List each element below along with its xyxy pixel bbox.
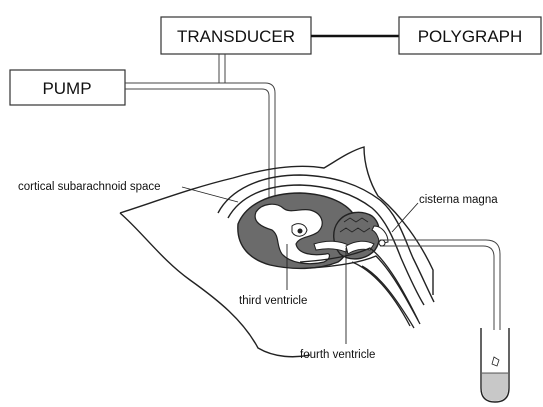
- cortical-leader: [182, 187, 238, 202]
- label-cortical-subarachnoid-space: cortical subarachnoid space: [18, 181, 161, 193]
- label-fourth-ventricle: fourth ventricle: [300, 349, 375, 361]
- polygraph-box: POLYGRAPH: [399, 17, 541, 54]
- collection-tube: [481, 328, 509, 402]
- pump-label: PUMP: [42, 79, 91, 98]
- transducer-tubing: [219, 54, 225, 83]
- cisterna-leader: [392, 203, 418, 232]
- cerebellum: [334, 212, 380, 259]
- massa-intermedia: [298, 229, 303, 234]
- label-third-ventricle: third ventricle: [239, 295, 307, 307]
- polygraph-label: POLYGRAPH: [418, 27, 523, 46]
- pump-box: PUMP: [10, 70, 125, 105]
- transducer-box: TRANSDUCER: [161, 17, 311, 54]
- label-cisterna-magna: cisterna magna: [419, 194, 498, 206]
- transducer-label: TRANSDUCER: [177, 27, 295, 46]
- cannula-tip: [379, 240, 385, 246]
